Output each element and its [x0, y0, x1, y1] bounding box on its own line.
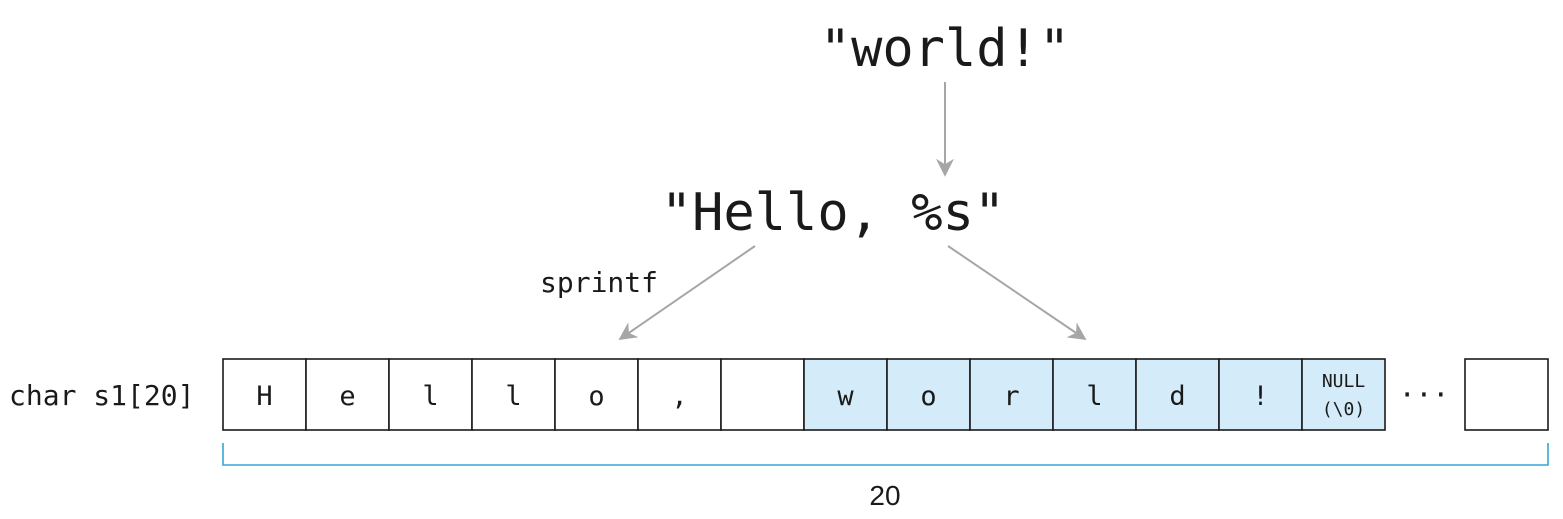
array-cell — [1301, 358, 1386, 431]
size-label: 20 — [869, 480, 900, 511]
source-string: "world!" — [820, 19, 1070, 79]
array-cell — [222, 358, 307, 431]
array-cell — [305, 358, 390, 431]
size-bracket — [222, 443, 1549, 466]
array-cell — [969, 358, 1054, 431]
cell-char: NULL — [1322, 371, 1366, 392]
cell-char: r — [1003, 381, 1019, 412]
cell-char: ! — [1252, 381, 1268, 412]
function-label: sprintf — [540, 266, 658, 299]
cell-char: o — [920, 381, 936, 412]
array-cell — [1135, 358, 1220, 431]
array-cell — [1218, 358, 1303, 431]
substitution-arrow — [947, 245, 1087, 341]
array-cell — [471, 358, 556, 431]
array-cell — [803, 358, 888, 431]
array-cell — [720, 358, 805, 431]
format-string: "Hello, %s" — [661, 183, 1005, 243]
cell-char-sub: (\0) — [1322, 399, 1365, 420]
cell-char: H — [256, 381, 272, 412]
cell-char: l — [422, 381, 438, 412]
prefix-arrow — [618, 245, 756, 341]
cell-char: w — [837, 381, 854, 412]
array-cell — [388, 358, 473, 431]
array-label: char s1[20] — [9, 379, 194, 412]
cell-char: e — [339, 381, 355, 412]
cell-char: l — [505, 381, 521, 412]
cell-char: l — [1086, 381, 1102, 412]
ellipsis: ··· — [1399, 378, 1450, 411]
cell-char: d — [1169, 381, 1185, 412]
array-cell — [886, 358, 971, 431]
cell-char: , — [671, 381, 687, 412]
array-cell-last — [1464, 358, 1549, 431]
array-cell — [1052, 358, 1137, 431]
array-cell — [637, 358, 722, 431]
cell-char: o — [588, 381, 604, 412]
